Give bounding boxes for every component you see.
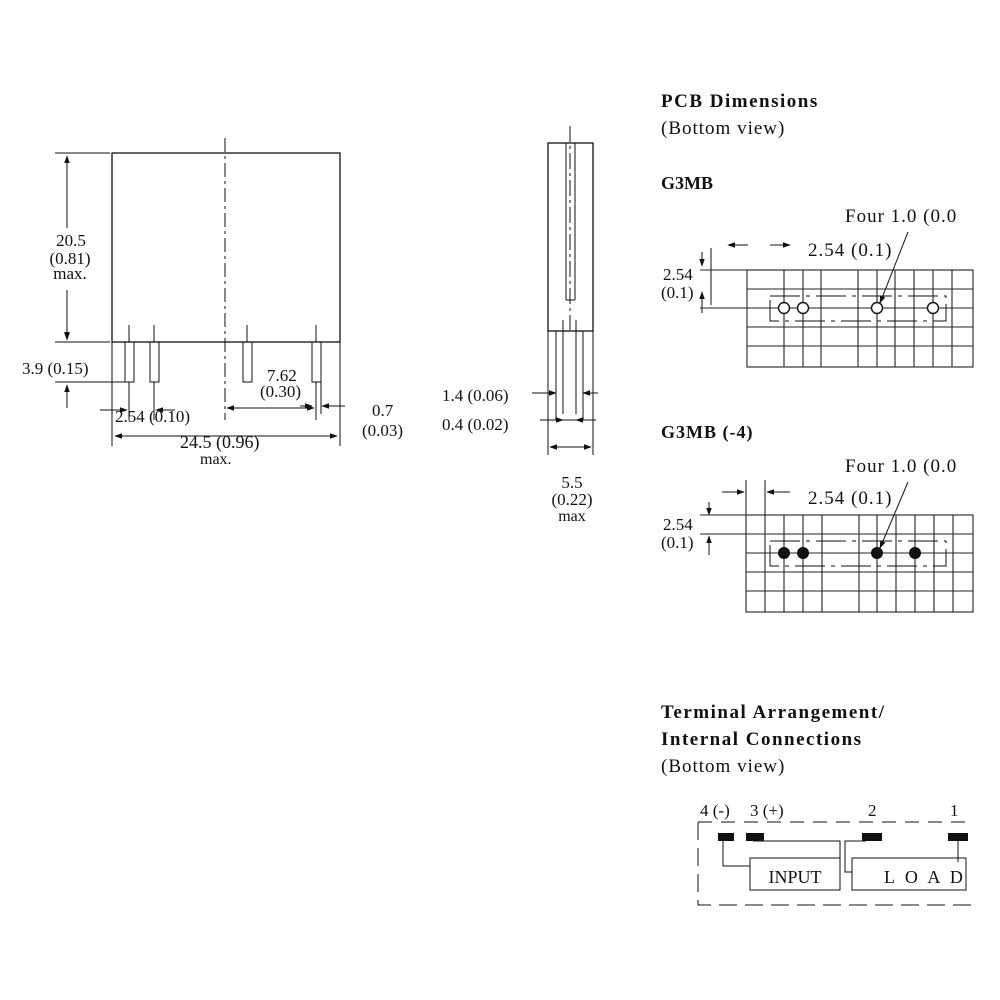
front-view: 20.5 (0.81) max. 3.9 (0.15) 2.54 (0.10) … bbox=[22, 138, 403, 468]
depth-value: 5.5 bbox=[561, 473, 582, 492]
g3mb-holes-label: Four 1.0 (0.0 bbox=[845, 206, 957, 227]
width-max: max. bbox=[200, 451, 232, 468]
g3mb4-holes-label: Four 1.0 (0.0 bbox=[845, 456, 957, 477]
side-body-outline bbox=[547, 142, 594, 332]
lead-a-dim: 1.4 (0.06) bbox=[442, 386, 509, 405]
terminal-pad-1 bbox=[948, 833, 968, 841]
pin-2 bbox=[242, 341, 253, 383]
side-view: 1.4 (0.06) 0.4 (0.02) 5.5 (0.22) max bbox=[442, 126, 598, 525]
pin-length-dim: 3.9 (0.15) bbox=[22, 359, 89, 378]
terminal-title-line2: Internal Connections bbox=[661, 729, 863, 750]
input-label: INPUT bbox=[769, 867, 822, 887]
g3mb4-hole bbox=[797, 547, 809, 559]
pin-label-1: 1 bbox=[950, 801, 959, 820]
g3mb4-hole bbox=[778, 547, 790, 559]
width-dim: 24.5 (0.96) bbox=[180, 432, 260, 453]
terminal-pad-3 bbox=[746, 833, 764, 841]
g3mb-hole bbox=[926, 301, 940, 315]
lead-b-dim: 0.4 (0.02) bbox=[442, 415, 509, 434]
g3mb-pitch-v-inch: (0.1) bbox=[661, 283, 694, 302]
terminal-title-line1: Terminal Arrangement/ bbox=[661, 702, 885, 723]
pin-4 bbox=[124, 341, 135, 383]
side-lead bbox=[555, 331, 584, 421]
g3mb-grid bbox=[700, 269, 974, 368]
depth-max: max bbox=[558, 508, 586, 525]
g3mb4-grid bbox=[700, 514, 974, 613]
pin-label-3: 3 (+) bbox=[750, 801, 784, 820]
pin-width-dim: 0.7 bbox=[372, 401, 394, 420]
terminal-subtitle: (Bottom view) bbox=[661, 756, 785, 777]
g3mb-hole bbox=[796, 301, 810, 315]
g3mb4-label: G3MB (-4) bbox=[661, 422, 753, 443]
pin-width-inch: (0.03) bbox=[362, 421, 403, 440]
terminal-arrangement: Terminal Arrangement/ Internal Connectio… bbox=[661, 702, 973, 906]
relay-body-outline bbox=[111, 152, 341, 343]
load-block bbox=[851, 857, 967, 891]
pin-pitch-a-dim: 2.54 (0.10) bbox=[115, 407, 190, 426]
pin-pitch-b-inch: (0.30) bbox=[260, 382, 301, 401]
terminal-pad-2 bbox=[862, 833, 882, 841]
pin-3 bbox=[149, 341, 160, 383]
depth-inch: (0.22) bbox=[551, 490, 592, 509]
g3mb4-pitch-h: 2.54 (0.1) bbox=[808, 488, 892, 509]
pin-label-2: 2 bbox=[868, 801, 877, 820]
g3mb-pitch-v: 2.54 bbox=[663, 265, 693, 284]
pcb-subtitle: (Bottom view) bbox=[661, 118, 785, 139]
pin-label-4: 4 (-) bbox=[700, 801, 730, 820]
g3mb4-pitch-v-inch: (0.1) bbox=[661, 533, 694, 552]
input-block bbox=[749, 857, 841, 891]
height-value: 20.5 bbox=[56, 231, 86, 250]
g3mb-hole bbox=[870, 301, 884, 315]
g3mb4-pitch-v: 2.54 bbox=[663, 515, 693, 534]
g3mb-label: G3MB bbox=[661, 173, 713, 193]
pin-pitch-b-dim: 7.62 bbox=[267, 366, 297, 385]
pin-1 bbox=[311, 341, 322, 383]
package-outline bbox=[697, 822, 973, 906]
g3mb-pitch-h: 2.54 (0.1) bbox=[808, 240, 892, 261]
g3mb-hole bbox=[777, 301, 791, 315]
height-inch: (0.81) bbox=[49, 249, 90, 268]
pcb-title: PCB Dimensions bbox=[661, 91, 819, 112]
pcb-dimensions: PCB Dimensions (Bottom view) G3MB Four 1… bbox=[661, 91, 974, 613]
height-max: max. bbox=[53, 264, 87, 283]
terminal-pad-4 bbox=[718, 833, 734, 841]
g3mb4-hole bbox=[871, 547, 883, 559]
g3mb4-hole bbox=[909, 547, 921, 559]
load-label: L O A D bbox=[884, 867, 966, 887]
